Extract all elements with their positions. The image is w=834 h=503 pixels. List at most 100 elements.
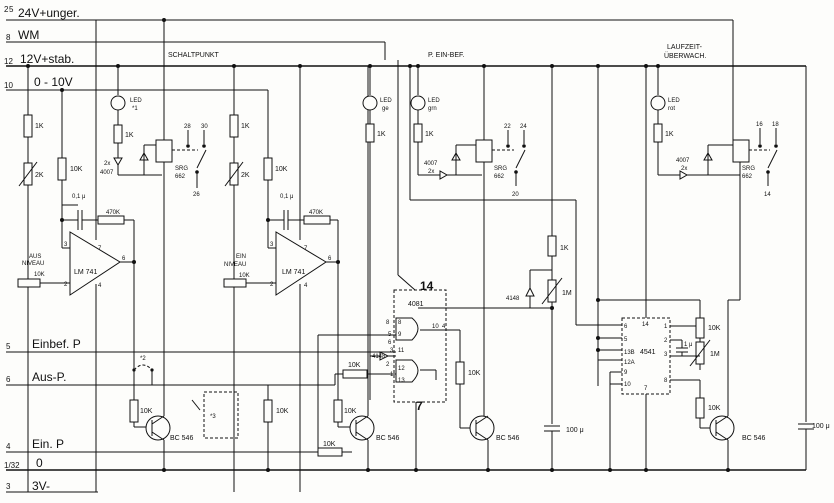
resistor-1k-led1 xyxy=(113,124,123,144)
svg-text:1K: 1K xyxy=(377,131,386,138)
rail-num-010v: 10 xyxy=(4,81,13,90)
opamp-lm741-b xyxy=(275,231,327,296)
svg-text:1K: 1K xyxy=(425,131,434,138)
svg-text:7: 7 xyxy=(98,246,102,252)
svg-text:2K: 2K xyxy=(35,172,44,179)
svg-text:SRG: SRG xyxy=(175,166,188,172)
rail-label-einp: Ein. P xyxy=(32,437,64,451)
svg-text:NIVEAU: NIVEAU xyxy=(224,262,246,268)
svg-text:9: 9 xyxy=(398,332,402,338)
svg-text:12A: 12A xyxy=(624,360,635,366)
led-grn xyxy=(410,95,426,111)
resistor-10k-base-b xyxy=(333,399,343,423)
rail-labels: 2 5 24V+unger. 8 WM 12 12V+stab. 10 0 - … xyxy=(4,5,81,493)
svg-text:20: 20 xyxy=(512,192,519,198)
svg-text:4148: 4148 xyxy=(372,354,386,360)
relay-srg662-a xyxy=(155,139,173,163)
svg-text:LED: LED xyxy=(130,98,142,104)
svg-text:LM 741: LM 741 xyxy=(74,269,97,276)
svg-text:1M: 1M xyxy=(710,351,720,358)
svg-text:11: 11 xyxy=(398,348,405,354)
svg-text:2: 2 xyxy=(64,282,68,288)
svg-text:0,1 μ: 0,1 μ xyxy=(72,194,86,200)
svg-text:6: 6 xyxy=(122,256,126,262)
svg-text:470K: 470K xyxy=(309,210,323,216)
svg-text:4541: 4541 xyxy=(640,349,656,356)
svg-text:2x: 2x xyxy=(681,166,687,172)
svg-text:13: 13 xyxy=(398,378,405,384)
rail-num-ausp: 6 xyxy=(6,375,11,384)
rail-num-24v: 2 xyxy=(4,5,9,14)
section-labels: SCHALTPUNKT P. EIN-BEF. LAUFZEIT- ÜBERWA… xyxy=(168,44,706,60)
svg-text:2x: 2x xyxy=(104,161,110,167)
svg-text:BC 546: BC 546 xyxy=(496,435,519,442)
svg-text:13B: 13B xyxy=(624,350,635,356)
svg-text:14: 14 xyxy=(764,192,771,198)
svg-text:4148: 4148 xyxy=(506,296,520,302)
ic-4541: 4541 6 14 1 5 13B 12A 9 10 7 2 3 8 10K 1… xyxy=(576,66,765,470)
svg-text:8: 8 xyxy=(664,378,668,384)
svg-text:EIN: EIN xyxy=(236,254,246,260)
svg-text:14: 14 xyxy=(420,279,434,293)
svg-text:10K: 10K xyxy=(275,166,288,173)
svg-text:100 μ: 100 μ xyxy=(812,423,830,430)
relay-srg662-c xyxy=(732,139,750,163)
svg-text:10K: 10K xyxy=(323,441,336,448)
resistor-10k-base-a xyxy=(129,399,139,423)
svg-text:4007: 4007 xyxy=(676,158,690,164)
resistor-1k-rot xyxy=(653,123,663,143)
junction-dots xyxy=(26,18,730,472)
svg-text:SRG: SRG xyxy=(494,166,507,172)
svg-text:0,1 μ: 0,1 μ xyxy=(280,194,294,200)
rail-num-3v: 3 xyxy=(6,482,11,491)
led-ge xyxy=(362,95,378,111)
svg-text:4081: 4081 xyxy=(408,301,424,308)
svg-text:4007: 4007 xyxy=(424,161,438,167)
resistor-1k-ge xyxy=(365,123,375,143)
svg-text:10K: 10K xyxy=(70,166,83,173)
svg-text:2: 2 xyxy=(386,362,390,368)
rail-label-3v: 3V- xyxy=(32,479,50,493)
section-laufzeit-2: ÜBERWACH. xyxy=(664,52,706,60)
svg-text:1 μ: 1 μ xyxy=(684,342,693,348)
svg-text:100 μ: 100 μ xyxy=(566,427,584,434)
svg-text:1K: 1K xyxy=(241,123,250,130)
svg-text:2: 2 xyxy=(270,282,274,288)
svg-text:24: 24 xyxy=(520,124,527,130)
relay-2-group: LED ge 1K LED grn 1K 4007 2x SRG 662 22 … xyxy=(362,60,577,416)
svg-text:28: 28 xyxy=(184,124,191,130)
svg-text:8: 8 xyxy=(398,320,402,326)
svg-text:ge: ge xyxy=(382,106,389,112)
rail-label-wm: WM xyxy=(18,28,39,42)
resistor-10k-a xyxy=(57,157,67,181)
potentiometer-10k-aus xyxy=(17,278,41,288)
resistor-10k-g xyxy=(455,361,465,385)
svg-text:*2: *2 xyxy=(140,356,146,362)
svg-text:12: 12 xyxy=(398,366,405,372)
svg-text:1: 1 xyxy=(390,372,394,378)
svg-text:2K: 2K xyxy=(241,172,250,179)
svg-text:LED: LED xyxy=(380,98,392,104)
led-rot xyxy=(650,95,666,111)
resistor-10k-u xyxy=(695,397,705,419)
resistor-1k-b xyxy=(229,114,239,138)
svg-text:470K: 470K xyxy=(106,210,120,216)
svg-text:10: 10 xyxy=(432,324,439,330)
potentiometer-10k-ein xyxy=(223,278,247,288)
rail-num-einbef: 5 xyxy=(6,342,11,351)
relay-3-group: LED rot 1K 4007 2x SRG 662 16 18 14 100 … xyxy=(650,66,830,470)
svg-text:1M: 1M xyxy=(562,290,572,297)
svg-text:LED: LED xyxy=(668,98,680,104)
resistor-1k-grn xyxy=(413,123,423,143)
led-1 xyxy=(110,95,126,111)
svg-text:10K: 10K xyxy=(276,408,289,415)
svg-text:2: 2 xyxy=(664,338,668,344)
rail-label-einbef: Einbef. P xyxy=(32,337,81,351)
section-schaltpunkt: SCHALTPUNKT xyxy=(168,52,220,59)
rail-num-24v-b: 5 xyxy=(9,5,14,14)
svg-text:22: 22 xyxy=(504,124,511,130)
resistor-10k-c xyxy=(263,157,273,181)
svg-text:6: 6 xyxy=(624,324,628,330)
svg-text:1: 1 xyxy=(664,324,668,330)
svg-text:6: 6 xyxy=(388,340,392,346)
